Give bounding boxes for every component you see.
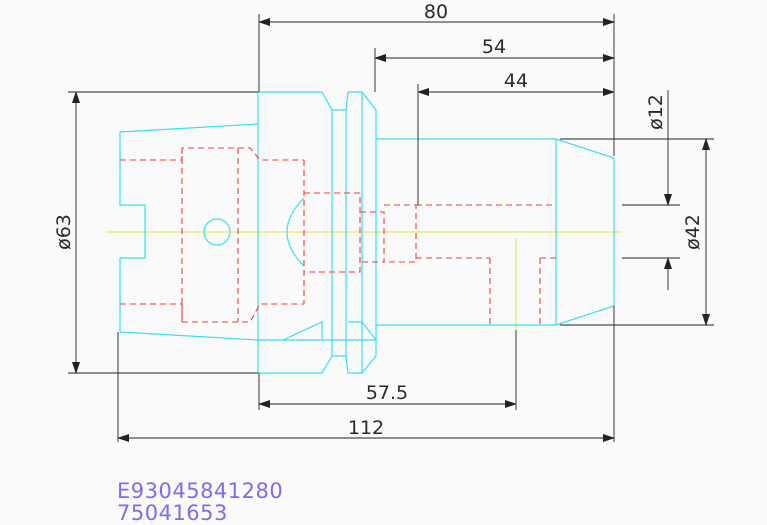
tool-holder-outline: [119, 91, 615, 374]
dim-57-5-label: 57.5: [366, 382, 408, 404]
dimension-lines: [68, 14, 714, 442]
hidden-lines: [120, 147, 556, 325]
dim-dia12-label: ø12: [645, 94, 667, 130]
dim-54-label: 54: [482, 36, 506, 58]
dim-112-label: 112: [348, 417, 384, 439]
part-number: E93045841280: [117, 479, 284, 503]
dim-80-label: 80: [424, 1, 448, 23]
article-number: 75041653: [117, 501, 228, 525]
dim-44-label: 44: [504, 70, 528, 92]
dim-dia42-label: ø42: [682, 214, 704, 250]
dim-dia63-label: ø63: [53, 214, 75, 250]
